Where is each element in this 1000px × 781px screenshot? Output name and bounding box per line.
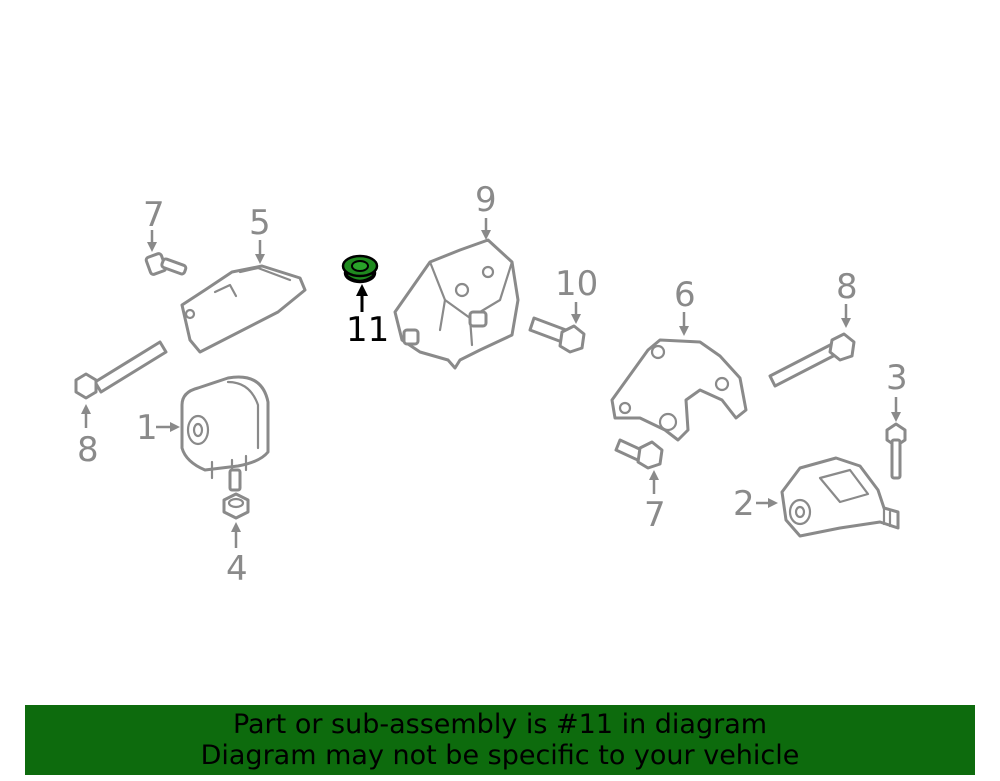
- callout-9: 9: [475, 180, 497, 240]
- part-bolt-8-left[interactable]: [74, 340, 168, 400]
- part-bolt-7-right[interactable]: [614, 438, 664, 470]
- callout-number: 4: [226, 549, 248, 589]
- callout-number: 5: [249, 203, 271, 243]
- part-mount-2[interactable]: [780, 456, 900, 538]
- callout-number: 1: [136, 408, 158, 448]
- callout-number: 11: [346, 310, 389, 350]
- banner-line-1: Part or sub-assembly is #11 in diagram: [232, 709, 768, 740]
- callout-3: 3: [886, 358, 908, 422]
- part-nut-4[interactable]: [222, 492, 250, 520]
- callout-1: 1: [136, 408, 180, 448]
- callout-number: 10: [555, 264, 598, 304]
- callout-number: 9: [475, 180, 497, 220]
- part-bracket-9[interactable]: [393, 238, 520, 370]
- part-bolt-10[interactable]: [528, 316, 586, 354]
- part-nut-11-highlighted[interactable]: [341, 254, 379, 284]
- callout-11-highlighted: 11: [346, 284, 389, 350]
- callout-number: 8: [836, 267, 858, 307]
- callout-7-right: 7: [644, 470, 666, 535]
- callout-4: 4: [226, 522, 248, 589]
- callout-number: 8: [77, 430, 99, 470]
- part-mount-1[interactable]: [180, 375, 270, 492]
- callout-10: 10: [555, 264, 598, 324]
- callout-number: 2: [733, 484, 755, 524]
- callout-5: 5: [249, 203, 271, 264]
- part-bolt-7-left[interactable]: [144, 252, 188, 276]
- callout-number: 7: [644, 495, 666, 535]
- callout-2: 2: [733, 484, 778, 524]
- part-bracket-5[interactable]: [180, 264, 307, 354]
- callout-number: 7: [143, 195, 165, 235]
- callout-number: 6: [674, 275, 696, 315]
- callout-8-right: 8: [836, 267, 858, 328]
- part-bolt-8-right[interactable]: [768, 332, 856, 388]
- parts-diagram: 1 2 3 4 5 6 7 7 8 8: [74, 180, 908, 589]
- part-bracket-6[interactable]: [610, 338, 748, 442]
- callout-8-left: 8: [77, 404, 99, 470]
- part-bolt-3[interactable]: [885, 422, 907, 480]
- callout-7-left: 7: [143, 195, 165, 252]
- callout-6: 6: [674, 275, 696, 336]
- callout-number: 3: [886, 358, 908, 398]
- info-banner: Part or sub-assembly is #11 in diagram D…: [25, 705, 975, 775]
- banner-line-2: Diagram may not be specific to your vehi…: [200, 740, 800, 771]
